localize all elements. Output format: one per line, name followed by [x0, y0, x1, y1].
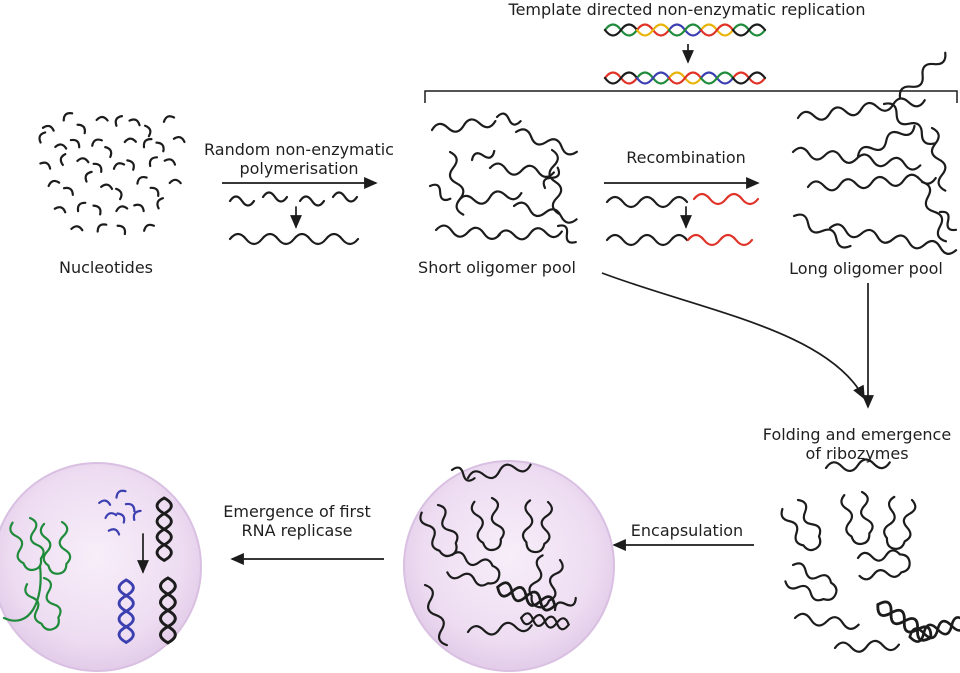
random-polymerisation-label: Random non-enzymatic polymerisation: [204, 140, 394, 178]
ribozymes-cluster: [777, 456, 960, 655]
recombination-mini-diagram: [605, 192, 760, 247]
nucleotides-label: Nucleotides: [58, 258, 154, 277]
folding-label: Folding and emergence of ribozymes: [762, 425, 952, 463]
encapsulation-label: Encapsulation: [630, 521, 744, 540]
title-label: Template directed non-enzymatic replicat…: [508, 0, 866, 19]
long-oligomer-pool-cluster: [790, 48, 960, 257]
emergence-label: Emergence of first RNA replicase: [223, 502, 371, 540]
template-duplex-top: [603, 23, 767, 37]
nucleotides-cluster: [36, 109, 187, 236]
long-oligomer-pool-label: Long oligomer pool: [789, 259, 943, 278]
recombination-label: Recombination: [626, 148, 746, 167]
protocell-membrane: [0, 462, 202, 672]
protocell-encapsulated: [403, 458, 615, 672]
short-oligomer-pool-label: Short oligomer pool: [418, 258, 576, 277]
protocell-membrane: [403, 460, 615, 672]
pool-bracket: [424, 90, 958, 103]
folding-arrow-curved: [601, 272, 865, 400]
replicase-contents: [2, 487, 177, 645]
protocell-replicase: [0, 462, 202, 672]
polymerisation-mini-diagram: [228, 191, 360, 246]
short-oligomer-pool-cluster: [426, 111, 580, 247]
green-strand-tail: [2, 564, 42, 622]
template-duplex-bottom: [603, 71, 767, 85]
